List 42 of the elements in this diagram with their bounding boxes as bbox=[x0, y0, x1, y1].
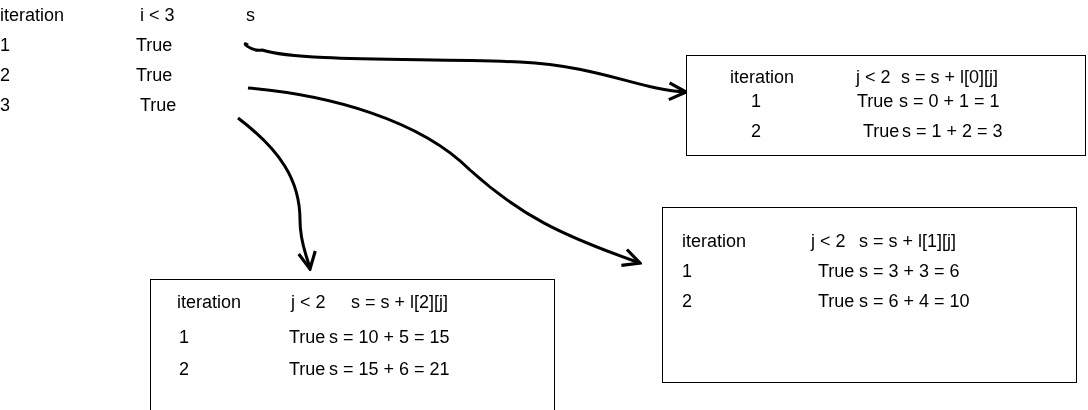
table-text: True bbox=[140, 94, 177, 116]
table-text: s = 1 + 2 = 3 bbox=[902, 120, 1003, 142]
table-text: 1 bbox=[0, 34, 10, 56]
column-header: j < 2 bbox=[291, 291, 326, 313]
table-text: 1 bbox=[179, 326, 189, 348]
table-text: True bbox=[136, 34, 173, 56]
table-box bbox=[662, 207, 1077, 383]
curved-arrow bbox=[247, 86, 642, 267]
table-box bbox=[150, 279, 555, 410]
table-text: True bbox=[136, 64, 173, 86]
table-text: True bbox=[289, 358, 326, 380]
table-text: 2 bbox=[179, 358, 189, 380]
column-header: s bbox=[246, 4, 255, 26]
curved-arrow bbox=[245, 43, 688, 101]
column-header: iteration bbox=[0, 4, 65, 26]
table-text: 1 bbox=[682, 260, 692, 282]
table-text: True bbox=[818, 290, 855, 312]
column-header: iteration bbox=[682, 230, 747, 252]
column-header: s = s + l[0][j] bbox=[901, 66, 999, 88]
column-header: s = s + l[2][j] bbox=[351, 291, 449, 313]
table-text: 2 bbox=[682, 290, 692, 312]
table-text: 2 bbox=[751, 120, 761, 142]
table-text: 2 bbox=[0, 64, 10, 86]
column-header: j < 2 bbox=[811, 230, 846, 252]
column-header: i < 3 bbox=[140, 4, 175, 26]
table-text: True bbox=[289, 326, 326, 348]
table-text: 3 bbox=[0, 94, 10, 116]
table-text: True bbox=[857, 90, 894, 112]
table-text: s = 3 + 3 = 6 bbox=[859, 260, 960, 282]
table-text: 1 bbox=[751, 90, 761, 112]
column-header: iteration bbox=[177, 291, 242, 313]
table-text: s = 15 + 6 = 21 bbox=[329, 358, 450, 380]
table-box bbox=[686, 55, 1086, 156]
table-text: True bbox=[863, 120, 900, 142]
column-header: iteration bbox=[730, 66, 795, 88]
table-text: True bbox=[818, 260, 855, 282]
table-text: s = 6 + 4 = 10 bbox=[859, 290, 970, 312]
curved-arrow bbox=[237, 116, 317, 271]
column-header: s = s + l[1][j] bbox=[859, 230, 957, 252]
table-text: s = 10 + 5 = 15 bbox=[329, 326, 450, 348]
table-text: s = 0 + 1 = 1 bbox=[899, 90, 1000, 112]
column-header: j < 2 bbox=[856, 66, 891, 88]
